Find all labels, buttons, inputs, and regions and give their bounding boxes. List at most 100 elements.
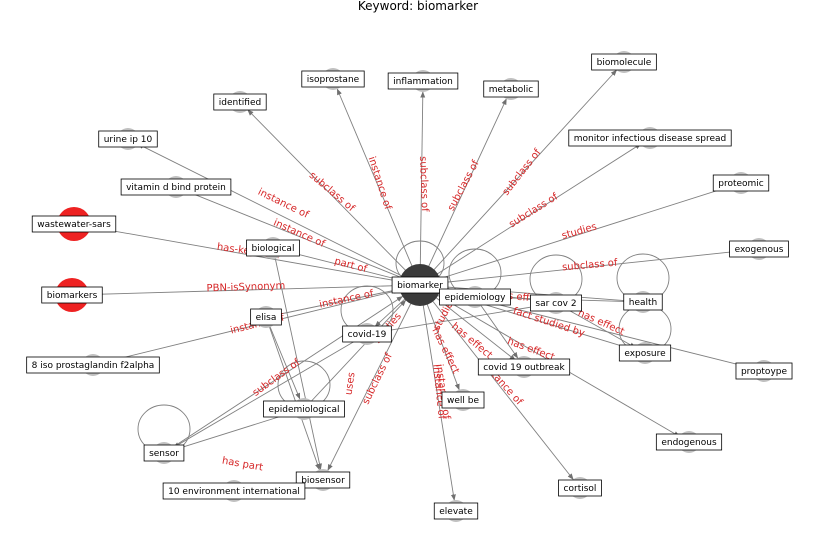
edge-sensor-biomarker bbox=[163, 296, 403, 454]
node-label-text: well be bbox=[447, 396, 479, 406]
node-label-vitamin-d: vitamin d bind protein bbox=[120, 178, 232, 196]
edge-8-iso-biomarker bbox=[92, 288, 401, 366]
edge-label-biomarker-covid-outbreak: has effect bbox=[449, 321, 494, 361]
edge-label-biomarker-isoprostane: instance of bbox=[366, 155, 394, 211]
edge-elisa-epidemiological bbox=[265, 316, 301, 400]
label-box bbox=[433, 502, 479, 520]
edge-label-biomarker-inflammation: subclass of bbox=[417, 156, 430, 212]
edge-label-biomarker-exogenous: subclass of bbox=[562, 258, 619, 274]
node-label-sensor: sensor bbox=[143, 444, 185, 462]
label-box bbox=[263, 400, 345, 418]
edge-label-biomarker-monitor: subclass of bbox=[507, 191, 560, 230]
edge-biomarkers-biomarker bbox=[71, 283, 400, 296]
node-label-well-be: well be bbox=[441, 391, 485, 409]
edge-wastewater-biomarker bbox=[73, 223, 400, 283]
label-box bbox=[729, 240, 789, 258]
edge-label-sensor-biomarker: subclass of bbox=[251, 357, 303, 399]
node-label-text: biosensor bbox=[301, 476, 345, 486]
label-box bbox=[441, 391, 485, 409]
node-label-urine-ip-10: urine ip 10 bbox=[98, 130, 158, 148]
label-box bbox=[712, 174, 770, 192]
node-label-text: wastewater-sars bbox=[37, 220, 111, 230]
node-label-text: elevate bbox=[439, 507, 473, 517]
node-label-text: biomarkers bbox=[47, 291, 98, 301]
label-box bbox=[439, 288, 511, 306]
node-label-text: epidemiology bbox=[445, 293, 506, 303]
node-label-epidemiology: epidemiology bbox=[439, 288, 511, 306]
edge-biomarker-exogenous bbox=[419, 248, 749, 286]
label-box bbox=[26, 356, 160, 374]
edge-covid-19-sensor bbox=[172, 333, 368, 448]
edge-biomarker-vitamin-d bbox=[185, 190, 421, 286]
label-box bbox=[623, 293, 663, 311]
edge-biomarker-inflammation bbox=[419, 91, 426, 286]
edge-biomarker-biomolecule bbox=[419, 69, 618, 286]
node-label-wastewater: wastewater-sars bbox=[31, 215, 117, 233]
label-box bbox=[41, 286, 103, 304]
edge-covid-19-sar-cov-2 bbox=[366, 303, 546, 335]
edge-biomarker-cortisol bbox=[419, 284, 574, 480]
node-label-text: biomolecule bbox=[597, 58, 652, 68]
node-label-covid-19: covid-19 bbox=[342, 325, 392, 343]
node-label-text: proteomic bbox=[718, 179, 764, 189]
edge-label-biomarker-metabolic: subclass of bbox=[446, 158, 482, 213]
edge-label-biomarker-biosensor: uses bbox=[343, 372, 357, 396]
node-label-text: proptoype bbox=[741, 367, 788, 377]
node-label-text: elisa bbox=[256, 313, 277, 323]
label-box bbox=[162, 482, 306, 500]
node-label-10-env: 10 environment international bbox=[162, 482, 306, 500]
label-box bbox=[120, 178, 232, 196]
node-label-biosensor: biosensor bbox=[295, 471, 351, 489]
edge-biomarker-metabolic bbox=[419, 98, 507, 286]
graph-title: Keyword: biomarker bbox=[358, 0, 478, 13]
node-label-layer: biomarker isoprostane inflammation metaboli… bbox=[26, 53, 793, 520]
node-label-cortisol: cortisol bbox=[558, 479, 602, 497]
edge-label-biomarker-proteomic: studies bbox=[561, 221, 599, 241]
node-label-text: endogenous bbox=[661, 438, 717, 448]
label-box bbox=[618, 344, 672, 362]
label-box bbox=[391, 276, 449, 294]
node-label-text: epidemiological bbox=[269, 405, 340, 415]
edge-biomarker-isoprostane bbox=[336, 88, 421, 286]
node-label-text: 8 iso prostaglandin f2alpha bbox=[32, 361, 155, 371]
edge-label-10-env-biosensor: has part bbox=[221, 456, 264, 474]
label-box bbox=[342, 325, 392, 343]
node-label-elisa: elisa bbox=[250, 308, 282, 326]
node-label-biomolecule: biomolecule bbox=[591, 53, 657, 71]
node-label-text: inflammation bbox=[393, 77, 453, 87]
label-box bbox=[558, 479, 602, 497]
node-label-health: health bbox=[623, 293, 663, 311]
node-label-exogenous: exogenous bbox=[729, 240, 789, 258]
node-label-identified: identified bbox=[213, 93, 267, 111]
node-label-proteomic: proteomic bbox=[712, 174, 770, 192]
label-box bbox=[655, 433, 723, 451]
label-box bbox=[568, 129, 732, 147]
edge-label-epidemiological-biomarker: subclass of bbox=[361, 351, 395, 406]
node-label-text: sar cov 2 bbox=[535, 299, 576, 309]
node-label-text: vitamin d bind protein bbox=[126, 183, 226, 193]
node-label-inflammation: inflammation bbox=[387, 72, 459, 90]
node-label-endogenous: endogenous bbox=[655, 433, 723, 451]
label-box bbox=[477, 358, 571, 376]
edge-label-biomarker-biomolecule: subclass of bbox=[501, 147, 544, 198]
node-label-text: exposure bbox=[624, 349, 666, 359]
edge-epidemiology-covid-outbreak bbox=[474, 296, 519, 359]
label-box bbox=[301, 70, 365, 88]
node-label-text: metabolic bbox=[489, 85, 534, 95]
edge-label-biomarker-urine-ip-10: instance of bbox=[256, 187, 311, 221]
node-label-isoprostane: isoprostane bbox=[301, 70, 365, 88]
node-label-metabolic: metabolic bbox=[483, 80, 539, 98]
edge-epidemiological-biomarker bbox=[303, 299, 407, 410]
node-label-text: covid-19 bbox=[348, 330, 387, 340]
edge-biomarker-biosensor bbox=[327, 284, 421, 471]
label-box bbox=[387, 72, 459, 90]
node-label-text: urine ip 10 bbox=[104, 135, 153, 145]
node-label-text: cortisol bbox=[564, 484, 597, 494]
label-box bbox=[143, 444, 185, 462]
node-label-text: biomarker bbox=[397, 281, 443, 291]
node-label-biological: biological bbox=[246, 239, 300, 257]
edge-biomarker-proteomic bbox=[419, 185, 732, 286]
edge-elisa-biomarker bbox=[265, 287, 401, 318]
node-label-text: exogenous bbox=[735, 245, 784, 255]
label-box bbox=[250, 308, 282, 326]
